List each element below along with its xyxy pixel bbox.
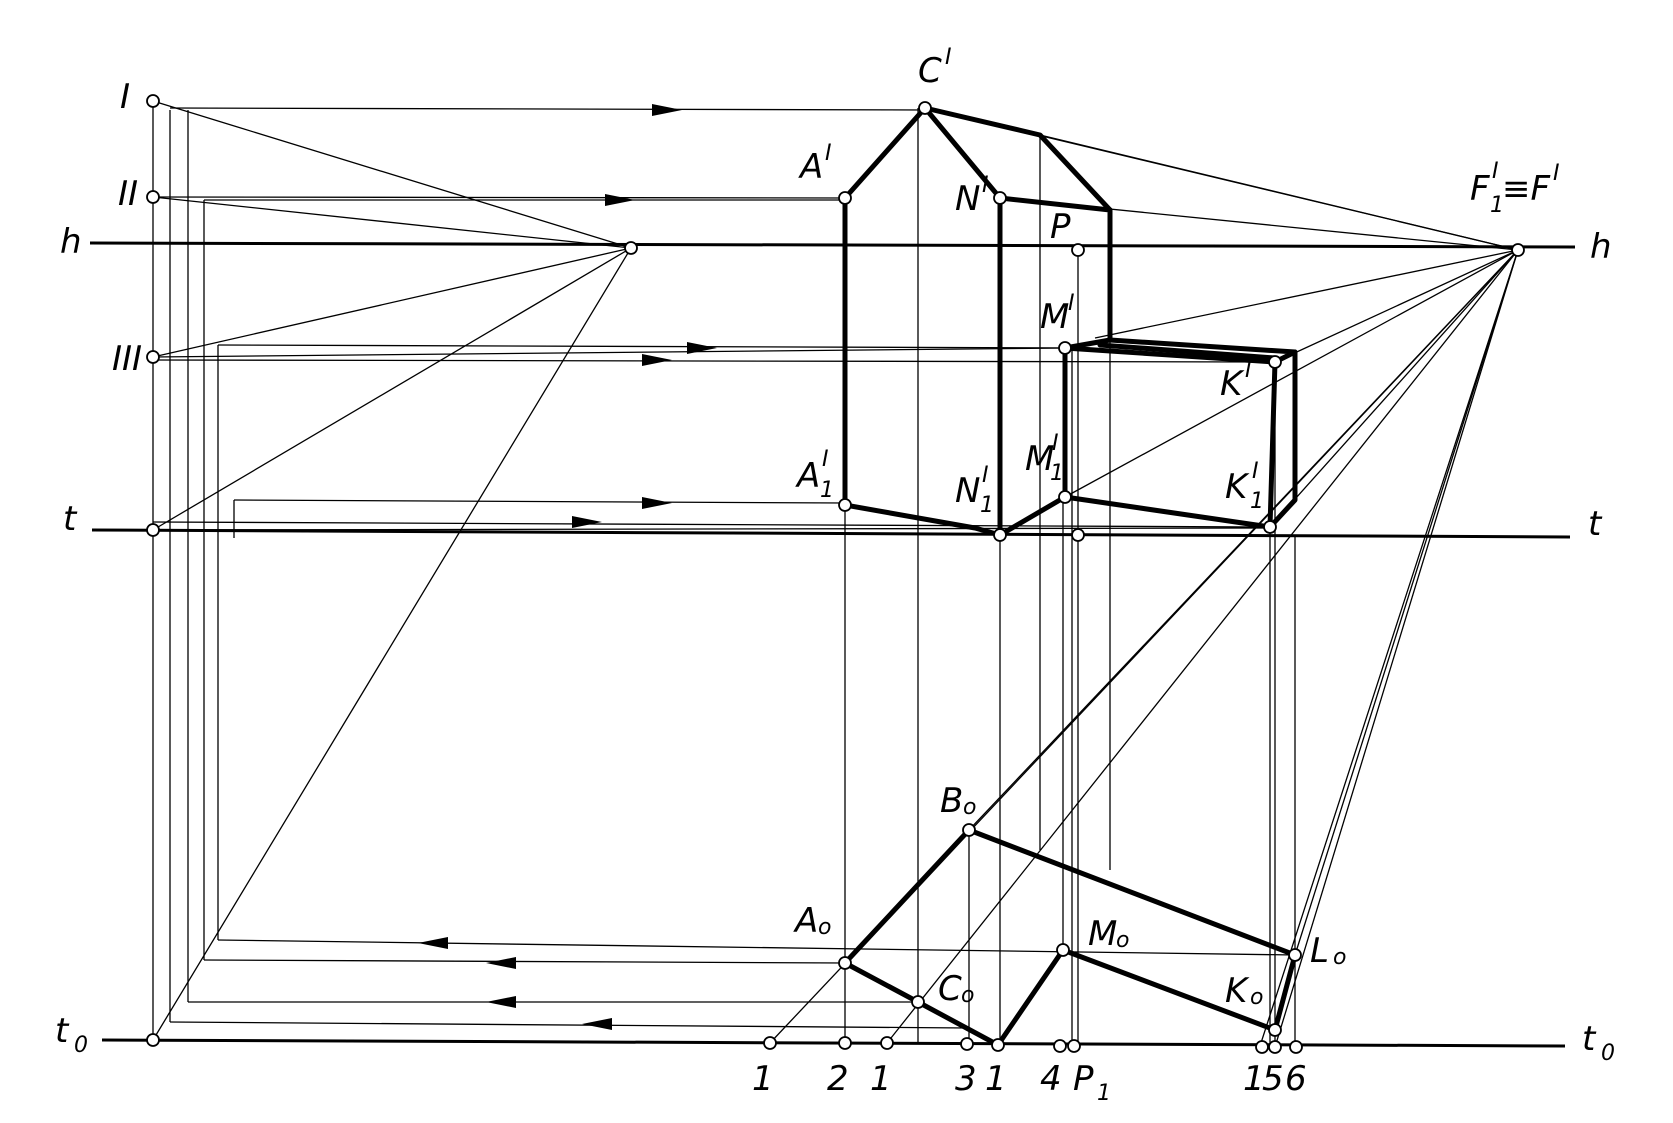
label-M-sup: I <box>1068 291 1075 316</box>
label-t0-left: t <box>55 1011 70 1051</box>
label-A1: A <box>795 456 820 496</box>
label-h-right: h <box>1590 227 1612 267</box>
bottom-number-labels: 1 2 1 3 1 4 P 1 1 5 6 <box>752 1059 1307 1106</box>
label-K1: K <box>1225 467 1250 507</box>
line-labels: h h t t t 0 t 0 <box>55 222 1615 1066</box>
label-N1: N <box>955 471 980 511</box>
construction-points <box>146 94 1525 1054</box>
num-2: 2 <box>827 1059 849 1099</box>
label-C-sup: I <box>945 45 952 70</box>
label-K1-sub: 1 <box>1250 489 1264 514</box>
plan-object <box>842 827 1298 1048</box>
label-roman-II: II <box>118 174 138 214</box>
label-K0: K <box>1225 971 1250 1011</box>
label-A0-sub: o <box>818 915 831 940</box>
point-labels-perspective: C I A I N I P M I K I A 1 I N 1 I M 1 I … <box>795 45 1560 518</box>
label-t0-right-sub: 0 <box>1601 1041 1615 1066</box>
label-t-right: t <box>1588 504 1603 544</box>
label-t0-right: t <box>1582 1019 1597 1059</box>
picture-line-t <box>91 528 1571 539</box>
num-4: 4 <box>1040 1059 1062 1099</box>
label-C: C <box>918 51 942 91</box>
label-L0-sub: o <box>1333 945 1346 970</box>
rays-from-vanishing-point <box>769 107 1519 1048</box>
label-A: A <box>798 147 823 187</box>
annex-right <box>1267 349 1298 530</box>
label-M1-sup: I <box>1052 431 1059 456</box>
label-t0-left-sub: 0 <box>74 1033 88 1058</box>
label-N1-sup: I <box>982 463 989 488</box>
point-labels-plan: B o A o C o M o K o L o <box>793 781 1346 1011</box>
label-F-sup2: I <box>1553 161 1560 186</box>
num-1d: 1 <box>1243 1059 1265 1099</box>
label-N1-sub: 1 <box>980 493 994 518</box>
label-M: M <box>1040 297 1069 337</box>
label-K1-sup: I <box>1252 459 1259 484</box>
ground-line-t0 <box>101 1038 1566 1048</box>
left-frame-lines <box>152 101 235 1040</box>
label-M0: M <box>1088 914 1117 954</box>
roof-ridge <box>922 105 1113 213</box>
num-1a: 1 <box>752 1059 774 1099</box>
label-F: F <box>1470 169 1490 209</box>
label-P1: P <box>1073 1059 1094 1099</box>
roman-labels: I II III <box>112 77 142 379</box>
label-F-sup: I <box>1492 159 1499 184</box>
label-F-sub: 1 <box>1490 193 1504 218</box>
main-lines <box>89 241 1576 1048</box>
label-roman-III: III <box>112 339 142 379</box>
rays-from-left-point <box>152 100 632 1041</box>
label-B0-sub: o <box>963 795 976 820</box>
ground-base-left <box>842 502 1003 538</box>
label-roman-I: I <box>120 77 130 117</box>
num-3: 3 <box>955 1059 977 1099</box>
horizon-line-h <box>89 241 1576 249</box>
label-C0-sub: o <box>961 983 974 1008</box>
side-facade <box>997 195 1113 343</box>
upper-transfer-lines <box>152 107 1271 531</box>
label-C0: C <box>938 969 962 1009</box>
lower-transfer-lines <box>169 939 1296 1029</box>
label-A1-sub: 1 <box>820 478 834 503</box>
direction-arrows <box>418 104 717 1030</box>
label-A-sup: I <box>825 141 832 166</box>
plan-annex <box>995 947 1298 1048</box>
label-A1-sup: I <box>822 447 829 472</box>
label-L0: L <box>1310 931 1329 971</box>
plan-left <box>842 827 1298 966</box>
label-N: N <box>955 179 980 219</box>
num-1c: 1 <box>985 1059 1007 1099</box>
label-M1-sub: 1 <box>1050 461 1064 486</box>
label-A0: A <box>793 901 818 941</box>
num-5: 5 <box>1262 1059 1284 1099</box>
num-1b: 1 <box>870 1059 892 1099</box>
label-K: K <box>1220 364 1245 404</box>
label-t-left: t <box>63 499 78 539</box>
vertical-projection-lines <box>844 108 1296 1046</box>
num-6: 6 <box>1285 1059 1307 1099</box>
label-h-left: h <box>60 222 82 262</box>
label-M0-sub: o <box>1116 928 1129 953</box>
label-K-sup: I <box>1245 358 1252 383</box>
label-F-eq: ≡F <box>1502 169 1550 209</box>
label-M1: M <box>1025 439 1054 479</box>
label-P1-sub: 1 <box>1097 1081 1111 1106</box>
label-N-sup: I <box>982 173 989 198</box>
label-K0-sub: o <box>1250 985 1263 1010</box>
label-P: P <box>1050 207 1071 247</box>
label-B0: B <box>940 781 963 821</box>
